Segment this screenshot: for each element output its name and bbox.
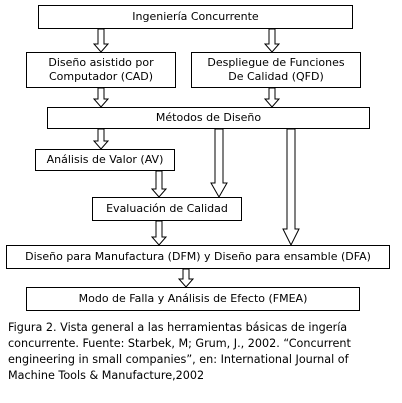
box-label-line2: De Calidad (QFD) xyxy=(228,70,324,83)
box-label: Métodos de Diseño xyxy=(155,111,262,124)
box-evaluacion-calidad: Evaluación de Calidad xyxy=(92,197,242,221)
arrow-dfm-to-fmea-icon xyxy=(177,268,195,288)
arrow-ingenieria-to-qfd-icon xyxy=(263,28,281,53)
caption-line: concurrente. Fuente: Starbek, M; Grum, J… xyxy=(8,337,351,350)
caption-line: Figura 2. Vista general a las herramient… xyxy=(8,321,348,334)
box-cad: Diseño asistido por Computador (CAD) xyxy=(26,52,176,88)
box-analisis-valor: Análisis de Valor (AV) xyxy=(35,149,175,171)
box-label-line2: Computador (CAD) xyxy=(48,70,154,83)
box-metodos-diseno: Métodos de Diseño xyxy=(47,107,370,129)
arrow-cad-to-metodos-icon xyxy=(92,87,110,108)
arrow-metodos-to-evaluacion-icon xyxy=(210,128,228,199)
box-label: Ingeniería Concurrente xyxy=(132,10,259,23)
box-label: Evaluación de Calidad xyxy=(106,202,228,215)
box-label-line1: Diseño asistido por xyxy=(48,56,154,69)
arrow-metodos-to-dfm-icon xyxy=(282,128,300,247)
arrow-qfd-to-metodos-icon xyxy=(263,87,281,108)
box-ingenieria-concurrente: Ingeniería Concurrente xyxy=(38,5,353,29)
box-label: Análisis de Valor (AV) xyxy=(46,153,164,166)
box-qfd: Despliegue de Funciones De Calidad (QFD) xyxy=(191,52,361,88)
caption-line: engineering in small companies”, en: Int… xyxy=(8,353,349,366)
box-label: Diseño para Manufactura (DFM) y Diseño p… xyxy=(25,250,371,263)
box-dfm-dfa: Diseño para Manufactura (DFM) y Diseño p… xyxy=(6,245,390,269)
caption-line: Machine Tools & Manufacture,2002 xyxy=(8,369,205,382)
arrow-layer xyxy=(92,28,300,288)
arrow-ingenieria-to-cad-icon xyxy=(92,28,110,53)
box-label-line1: Despliegue de Funciones xyxy=(207,56,345,69)
figure-caption: Figura 2. Vista general a las herramient… xyxy=(8,320,396,384)
arrow-av-to-evaluacion-icon xyxy=(150,170,168,198)
box-fmea: Modo de Falla y Análisis de Efecto (FMEA… xyxy=(26,287,360,311)
arrow-evaluacion-to-dfm-icon xyxy=(150,220,168,246)
arrow-metodos-to-av-icon xyxy=(92,128,110,150)
box-label: Modo de Falla y Análisis de Efecto (FMEA… xyxy=(78,292,308,305)
